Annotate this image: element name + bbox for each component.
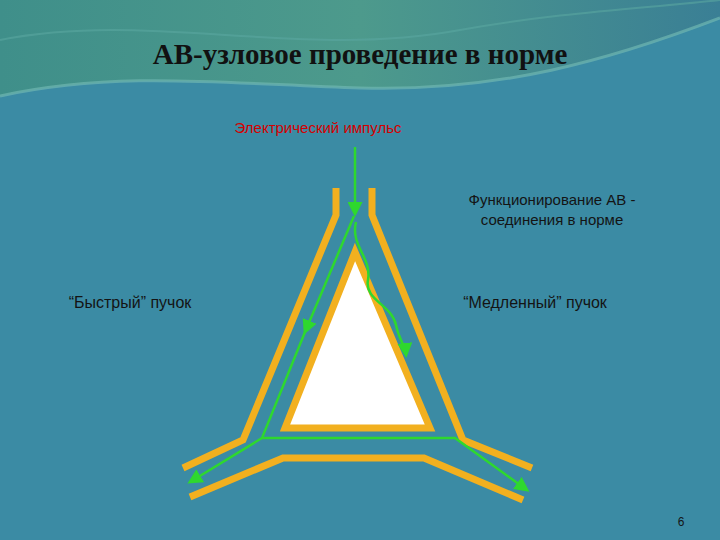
header-wave-line	[0, 0, 720, 40]
impulse-label: Электрический импульс	[235, 118, 402, 138]
page-number: 6	[678, 515, 685, 531]
inner-triangle	[285, 252, 430, 428]
note-label: Функционирование АВ - соединения в норме	[432, 190, 672, 229]
pathway-outline	[183, 188, 532, 500]
fast-pathway-label: “Быстрый” пучок	[69, 293, 192, 314]
slide-title: АВ-узловое проведение в норме	[153, 38, 568, 71]
header-wave	[0, 0, 720, 96]
slow-pathway-label: “Медленный” пучок	[463, 293, 607, 314]
